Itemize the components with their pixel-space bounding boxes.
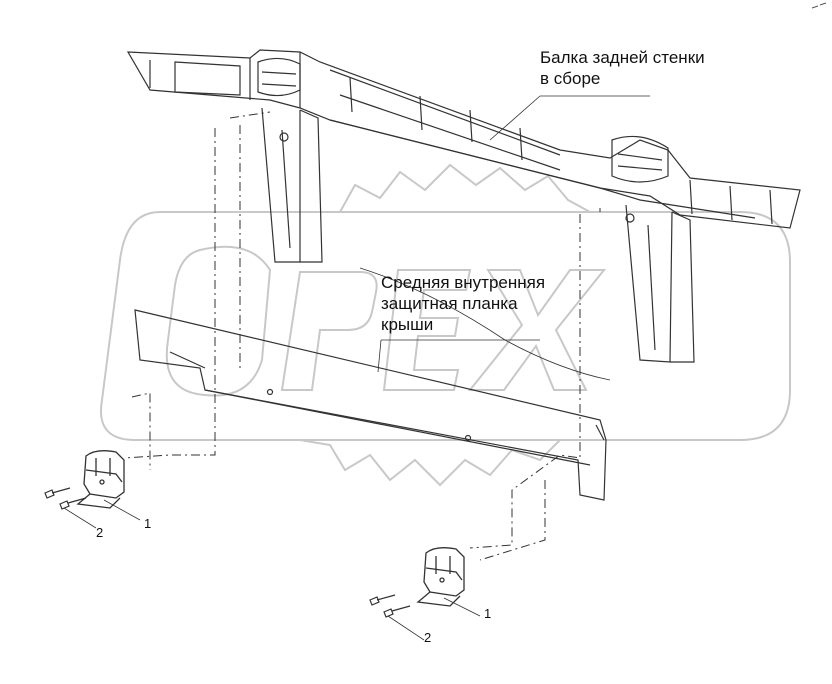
label-leaders <box>377 95 650 373</box>
watermark-logo <box>100 163 791 487</box>
vertical-posts <box>261 107 695 363</box>
right-bracket <box>416 547 481 617</box>
beam-label: Балка задней стенки в сборе <box>540 48 705 88</box>
left-bolts <box>44 487 97 529</box>
callout-right-bolt: 2 <box>424 630 432 645</box>
rear-wall-beam <box>126 49 801 229</box>
right-bolts <box>369 594 425 641</box>
callout-right-bracket: 1 <box>484 606 492 621</box>
left-bracket <box>76 450 141 521</box>
corner-mark <box>811 2 827 9</box>
assembly-guides <box>124 111 601 561</box>
callout-left-bolt: 2 <box>96 525 104 540</box>
callout-left-bracket: 1 <box>144 516 152 531</box>
strip-label: Средняя внутренняя защитная планка крыши <box>381 273 546 334</box>
